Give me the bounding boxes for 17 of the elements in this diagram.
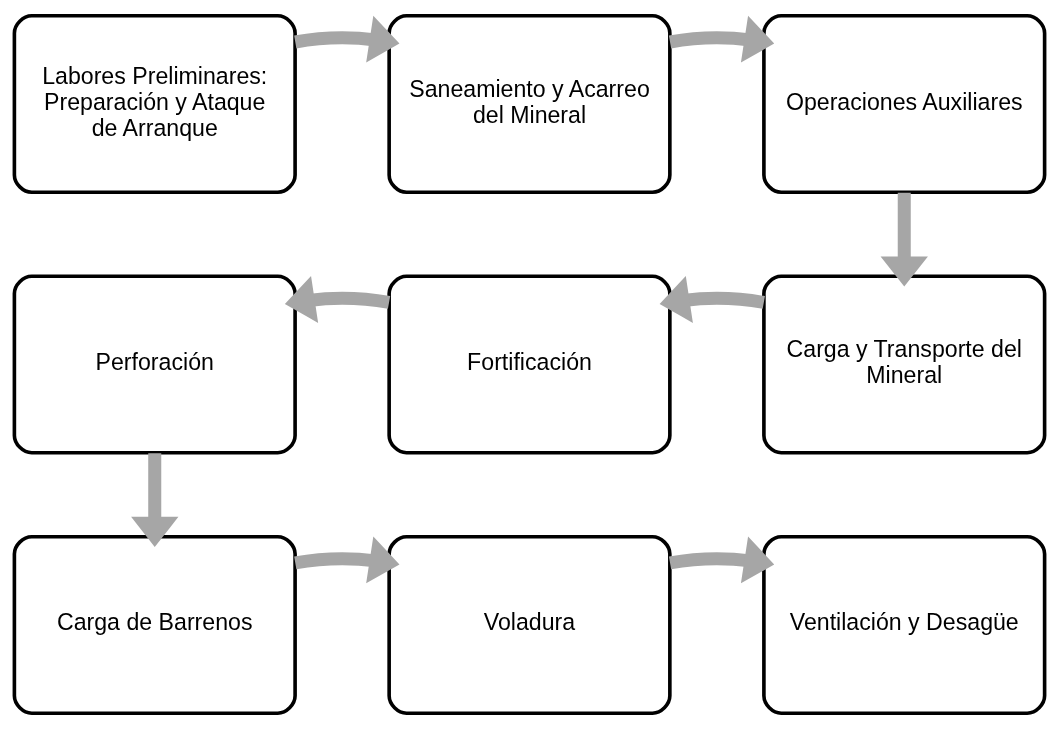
arrow bbox=[880, 192, 928, 287]
node-box: Saneamiento y Acarreo del Mineral bbox=[387, 13, 672, 195]
node-box: Voladura bbox=[387, 534, 672, 715]
node-box: Carga de Barrenos bbox=[12, 534, 297, 715]
node-box: Fortificación bbox=[387, 274, 672, 455]
arrow bbox=[659, 276, 765, 323]
arrow bbox=[669, 15, 775, 63]
arrow bbox=[294, 536, 400, 584]
node-box: Labores Preliminares: Preparación y Ataque de Arranque bbox=[12, 13, 297, 195]
arrow bbox=[284, 276, 391, 323]
arrow bbox=[668, 536, 775, 584]
node-box: Ventilación y Desagüe bbox=[762, 534, 1047, 715]
node-box: Carga y Transporte del Mineral bbox=[762, 274, 1047, 455]
node-box: Operaciones Auxiliares bbox=[762, 13, 1047, 195]
arrow bbox=[294, 15, 400, 63]
node-box: Perforación bbox=[12, 274, 297, 455]
arrow bbox=[131, 453, 179, 547]
